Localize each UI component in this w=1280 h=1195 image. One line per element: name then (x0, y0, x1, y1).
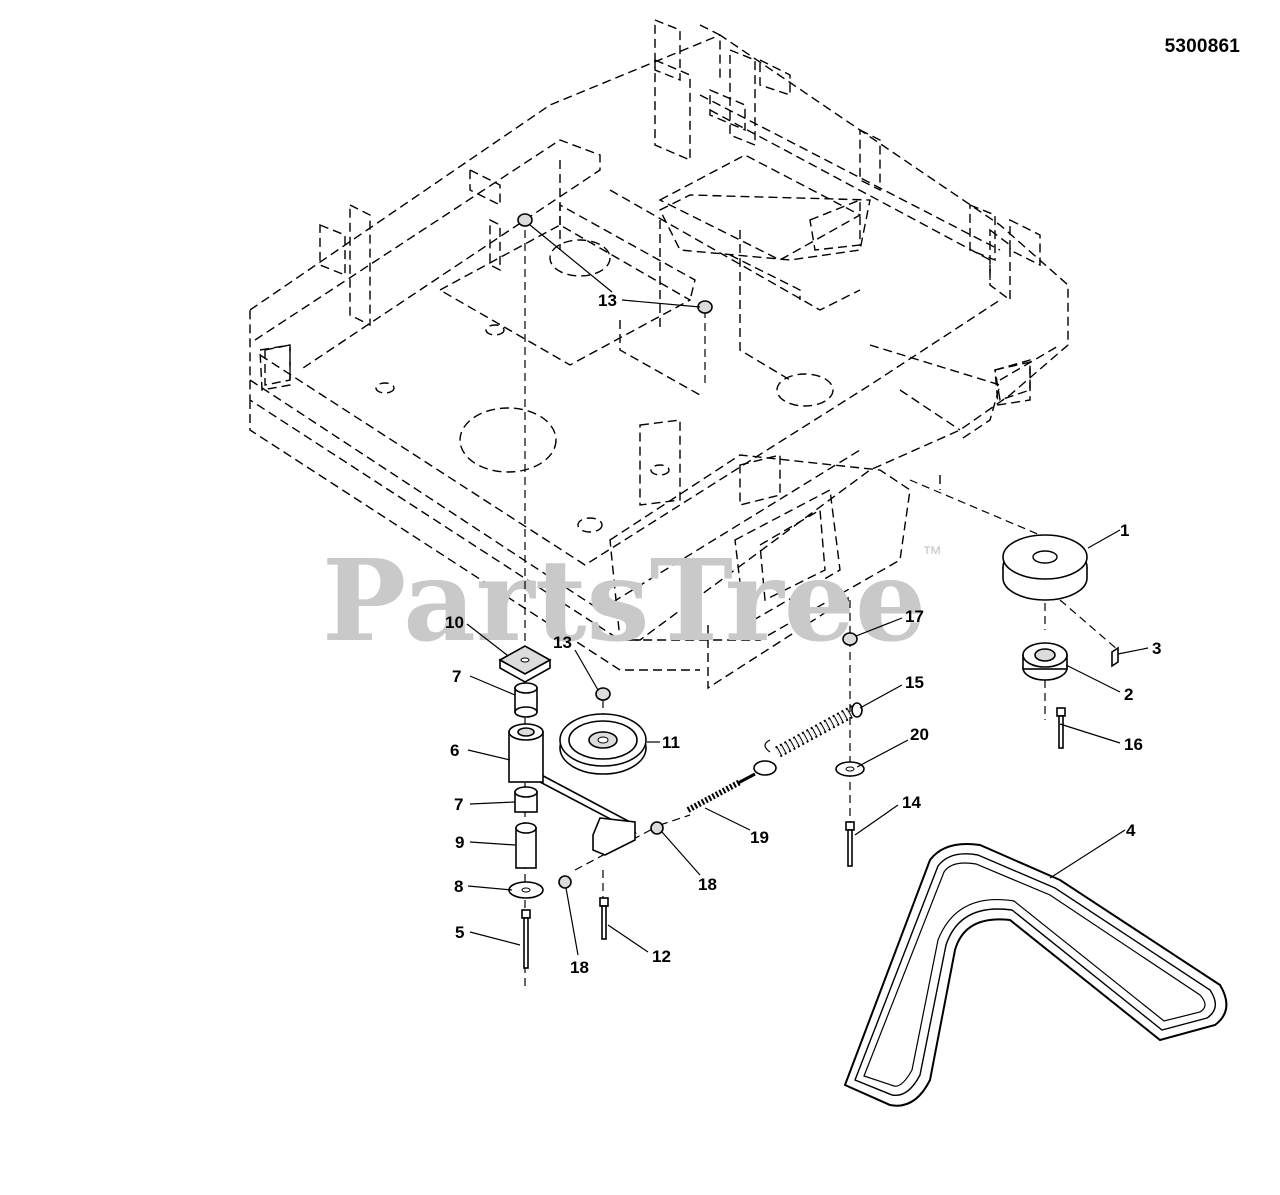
callout-13-idler: 13 (553, 633, 572, 652)
callouts: 1 2 3 4 5 6 7 7 8 9 10 11 12 13 13 13 14… (445, 291, 1161, 977)
callout-14: 14 (902, 793, 921, 812)
callout-15: 15 (905, 673, 924, 692)
engine-pulley (1002, 534, 1088, 601)
callout-16: 16 (1124, 735, 1143, 754)
nut-18 (558, 821, 664, 889)
leader-lines (466, 224, 1149, 956)
callout-18-right: 18 (698, 875, 717, 894)
callout-13-top: 13 (598, 291, 617, 310)
bolt-5 (521, 909, 531, 969)
drive-belt (843, 843, 1228, 1107)
bolt-14 (845, 821, 855, 867)
callout-2: 2 (1124, 685, 1133, 704)
washer-8 (508, 881, 544, 899)
callout-17: 17 (905, 607, 924, 626)
callout-5: 5 (455, 923, 464, 942)
key (1111, 646, 1119, 668)
diagram-number: 5300861 (1164, 36, 1240, 57)
idler-arm (508, 723, 637, 856)
callout-9: 9 (455, 833, 464, 852)
callout-19: 19 (750, 828, 769, 847)
callout-18-left: 18 (570, 958, 589, 977)
callout-3: 3 (1152, 639, 1161, 658)
callout-1: 1 (1120, 521, 1129, 540)
watermark: PartsTree ™ (322, 536, 942, 667)
square-plate (498, 645, 552, 683)
bushing-upper (514, 682, 538, 718)
idler-pulley (559, 713, 647, 775)
taper-hub (1022, 642, 1068, 681)
callout-4: 4 (1126, 821, 1136, 840)
callout-12: 12 (652, 947, 671, 966)
nut-13 (517, 213, 713, 701)
callout-6: 6 (450, 741, 459, 760)
extension-spring (764, 702, 863, 758)
spacer (515, 822, 537, 869)
bushing-lower (514, 786, 538, 813)
washer-20 (835, 761, 865, 777)
callout-20: 20 (910, 725, 929, 744)
hub-bolt (1056, 707, 1066, 749)
eye-bolt (686, 760, 777, 813)
callout-8: 8 (454, 877, 463, 896)
callout-10: 10 (445, 613, 464, 632)
nut-17 (842, 632, 858, 646)
callout-11: 11 (662, 733, 680, 752)
trademark-symbol: ™ (922, 543, 942, 565)
mower-frame (249, 18, 1069, 690)
watermark-text: PartsTree (322, 536, 926, 667)
callout-7-upper: 7 (452, 667, 461, 686)
callout-7-lower: 7 (454, 795, 463, 814)
bolt-12 (599, 897, 609, 940)
